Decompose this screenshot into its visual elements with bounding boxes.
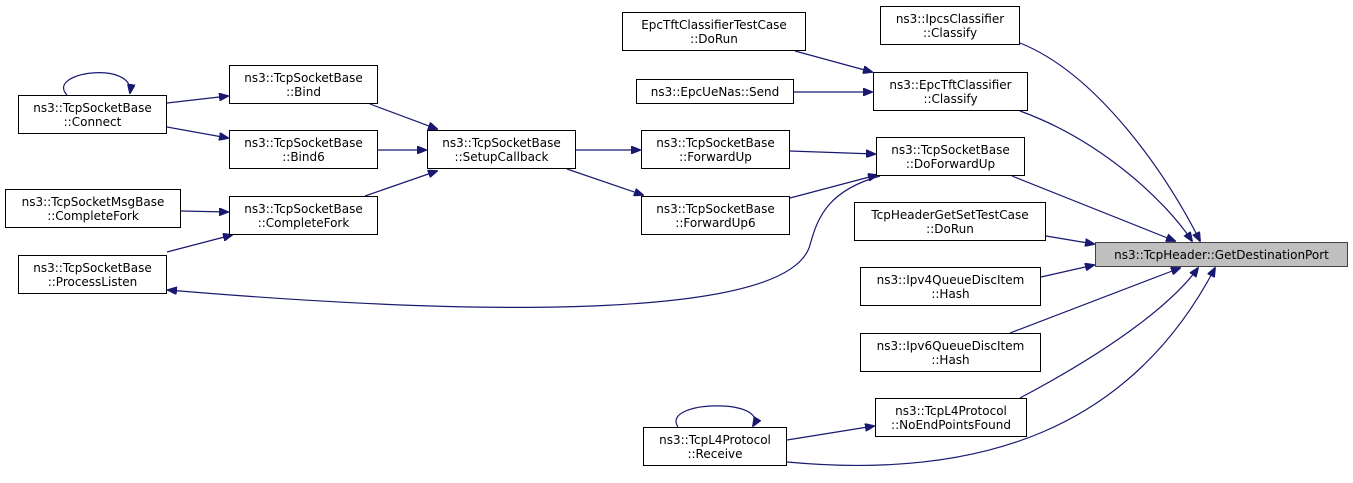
- edge-tcpsb_setupcallback-to-tcpsb_forwardup6: [566, 168, 643, 195]
- node-label-line: ns3::Ipv4QueueDiscItem: [876, 272, 1025, 287]
- edge-epctft_testcase_dorun-to-epctft_classify: [794, 50, 872, 72]
- edge-tcpheader_testcase_dorun-to-tcpheader_getdestinationport: [1045, 235, 1094, 244]
- edge-epctft_classify-to-tcpheader_getdestinationport: [1019, 110, 1192, 241]
- node-label-line: ns3::TcpSocketBase: [244, 201, 363, 216]
- node-label-line: ::NoEndPointsFound: [891, 417, 1011, 432]
- node-label-line: ns3::Ipv6QueueDiscItem: [876, 338, 1025, 353]
- node-tcpheader-getdestinationport: ns3::TcpHeader::GetDestinationPort: [1095, 242, 1348, 267]
- edge-tcpl4_receive-to-tcpl4_receive: [675, 405, 755, 427]
- node-tcpsocketbase-forwardup6[interactable]: ns3::TcpSocketBase::ForwardUp6: [641, 196, 790, 235]
- node-label-line: ::CompleteFork: [257, 215, 350, 230]
- edge-tcpl4_receive-to-tcpheader_getdestinationport: [786, 268, 1215, 467]
- node-label-line: ::Bind6: [282, 149, 325, 164]
- node-label-line: ns3::TcpL4Protocol: [895, 403, 1007, 418]
- node-label-line: ns3::TcpSocketBase: [656, 135, 775, 150]
- node-tcpl4protocol-receive[interactable]: ns3::TcpL4Protocol::Receive: [643, 427, 787, 466]
- node-label-line: ns3::TcpSocketBase: [442, 135, 561, 150]
- node-label-line: ::Classify: [923, 91, 978, 106]
- node-epctftclassifiertestcase-dorun[interactable]: EpcTftClassifierTestCase::DoRun: [622, 12, 806, 51]
- node-label-line: TcpHeaderGetSetTestCase: [871, 207, 1029, 222]
- edge-ipv6qdi_hash-to-tcpheader_getdestinationport: [1009, 268, 1180, 334]
- node-tcpsocketbase-processlisten[interactable]: ns3::TcpSocketBase::ProcessListen: [18, 255, 167, 294]
- node-label-line: ::SetupCallback: [454, 149, 549, 164]
- node-epctftclassifier-classify[interactable]: ns3::EpcTftClassifier::Classify: [873, 72, 1028, 111]
- node-tcpsocketbase-completefork[interactable]: ns3::TcpSocketBase::CompleteFork: [229, 196, 378, 235]
- edge-tcpsb_doforwardup-to-tcpheader_getdestinationport: [1011, 175, 1175, 241]
- edge-tcpsb_processlisten-to-tcpsb_completefork: [166, 235, 232, 253]
- node-ipv6queuedisciem-hash[interactable]: ns3::Ipv6QueueDiscItem::Hash: [860, 333, 1041, 372]
- node-label-line: ::Connect: [63, 114, 122, 129]
- edge-tcpsb_completefork-to-tcpsb_setupcallback: [364, 171, 437, 197]
- node-ipv4queuedisciem-hash[interactable]: ns3::Ipv4QueueDiscItem::Hash: [860, 267, 1041, 306]
- edge-ipv4qdi_hash-to-tcpheader_getdestinationport: [1040, 265, 1094, 278]
- node-label-line: ns3::TcpSocketBase: [33, 100, 152, 115]
- node-label-line: ::DoRun: [926, 221, 974, 236]
- node-tcpsocketbase-setupcallback[interactable]: ns3::TcpSocketBase::SetupCallback: [427, 130, 576, 169]
- node-tcpsocketbase-doforwardup[interactable]: ns3::TcpSocketBase::DoForwardUp: [876, 137, 1025, 176]
- node-epcuenas-send[interactable]: ns3::EpcUeNas::Send: [636, 79, 794, 104]
- node-tcpsocketbase-bind6[interactable]: ns3::TcpSocketBase::Bind6: [229, 130, 378, 169]
- node-label-line: ::Classify: [922, 25, 978, 40]
- edge-tcpsb_doforwardup-to-tcpsb_processlisten: [168, 175, 881, 308]
- node-label-line: ns3::TcpSocketBase: [33, 260, 152, 275]
- node-label-line: ::Hash: [931, 286, 970, 301]
- node-label-line: ns3::TcpSocketBase: [891, 142, 1010, 157]
- node-label-line: ::DoRun: [690, 31, 738, 46]
- node-label-line: EpcTftClassifierTestCase: [641, 17, 787, 32]
- node-label-line: ::Receive: [687, 446, 743, 461]
- node-label-line: ::CompleteFork: [47, 208, 139, 223]
- node-tcpheadergetsettestcase-dorun[interactable]: TcpHeaderGetSetTestCase::DoRun: [854, 202, 1046, 241]
- node-tcpl4protocol-noendpointsfound[interactable]: ns3::TcpL4Protocol::NoEndPointsFound: [875, 398, 1027, 437]
- node-label-line: ns3::TcpHeader::GetDestinationPort: [1114, 247, 1329, 262]
- node-label-line: ::Bind: [286, 84, 321, 99]
- node-label-line: ns3::TcpSocketBase: [244, 135, 363, 150]
- node-ipcsclassifier-classify[interactable]: ns3::IpcsClassifier::Classify: [880, 6, 1020, 45]
- edge-ipcs_classify-to-tcpheader_getdestinationport: [1019, 42, 1200, 241]
- node-label-line: ns3::EpcUeNas::Send: [650, 84, 780, 99]
- node-tcpsocketbase-bind[interactable]: ns3::TcpSocketBase::Bind: [229, 65, 378, 104]
- edge-tcpsb_bind-to-tcpsb_setupcallback: [369, 103, 437, 129]
- edge-tcpsb_connect-to-tcpsb_connect: [63, 72, 131, 96]
- node-label-line: ns3::IpcsClassifier: [895, 11, 1005, 26]
- node-label-line: ns3::EpcTftClassifier: [889, 77, 1012, 92]
- edge-tcpl4_receive-to-tcpl4_noendpointsfound: [786, 426, 874, 441]
- node-tcpsocketbase-forwardup[interactable]: ns3::TcpSocketBase::ForwardUp: [641, 130, 790, 169]
- edge-tcpsb_connect-to-tcpsb_bind: [166, 96, 228, 104]
- node-label-line: ::ProcessListen: [47, 274, 138, 289]
- node-label-line: ns3::TcpSocketMsgBase: [21, 194, 165, 209]
- node-tcpsocketmsgbase-completefork[interactable]: ns3::TcpSocketMsgBase::CompleteFork: [5, 189, 181, 228]
- node-label-line: ::Hash: [931, 352, 970, 367]
- node-label-line: ::DoForwardUp: [905, 156, 996, 171]
- edge-tcpsb_connect-to-tcpsb_bind6: [166, 126, 228, 138]
- node-label-line: ns3::TcpSocketBase: [244, 70, 363, 85]
- node-label-line: ::ForwardUp6: [675, 215, 756, 230]
- edge-tcpsmb_completefork-to-tcpsb_completefork: [180, 211, 228, 212]
- node-tcpsocketbase-connect[interactable]: ns3::TcpSocketBase::Connect: [18, 95, 167, 134]
- node-label-line: ::ForwardUp: [679, 149, 752, 164]
- node-label-line: ns3::TcpSocketBase: [656, 201, 775, 216]
- edge-tcpsb_forwardup-to-tcpsb_doforwardup: [789, 151, 875, 154]
- edge-tcpl4_noendpointsfound-to-tcpheader_getdestinationport: [1019, 268, 1198, 399]
- node-label-line: ns3::TcpL4Protocol: [659, 432, 771, 447]
- edge-tcpsb_forwardup6-to-tcpsb_doforwardup: [789, 175, 877, 199]
